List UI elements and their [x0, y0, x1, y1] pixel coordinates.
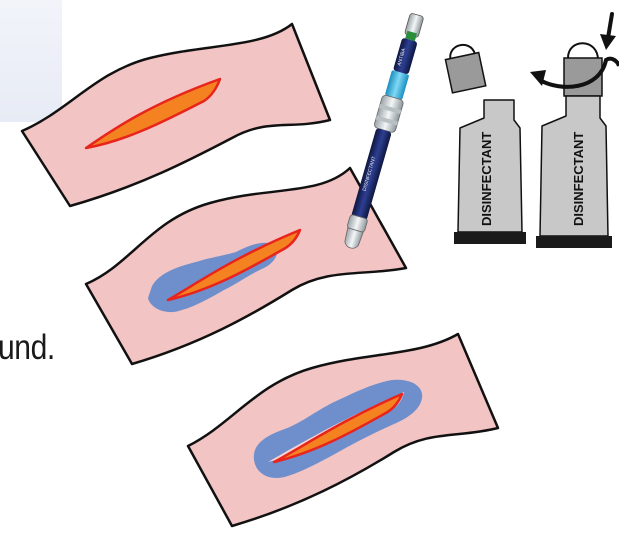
- bottle-base: [536, 236, 612, 248]
- bottle-label: DISINFECTANT: [479, 132, 494, 226]
- applicator-pen: ANTIBA DISINFECTANT: [340, 12, 428, 251]
- cap-body: [445, 53, 485, 93]
- bottle-label: DISINFECTANT: [571, 132, 586, 226]
- pen-cyan-band: [385, 70, 409, 100]
- disinfectant-bottle-open: DISINFECTANT: [443, 42, 526, 244]
- caption-text-fragment: und.: [0, 328, 55, 368]
- downward-arrow-icon: [600, 14, 616, 50]
- skin-patch-wound-only: [22, 24, 330, 206]
- bottle-base: [454, 232, 526, 244]
- bottle-cap-detached: [443, 42, 486, 93]
- skin-patch-covered: [188, 334, 498, 526]
- pen-joint: [374, 94, 405, 133]
